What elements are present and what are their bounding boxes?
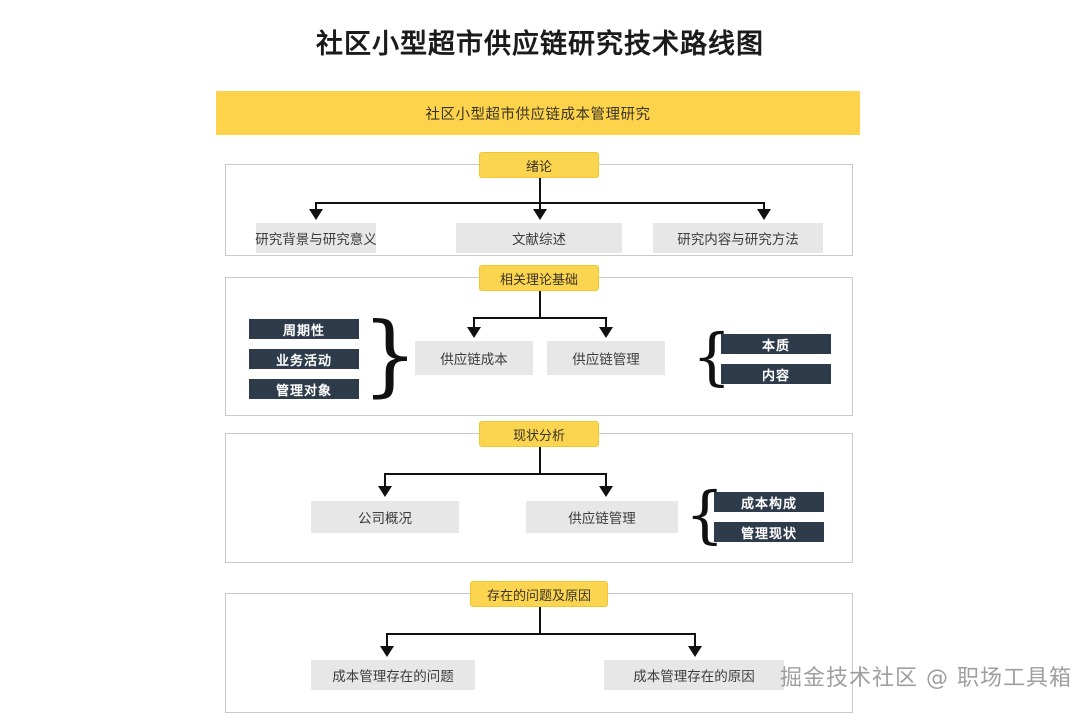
arrow-head — [757, 209, 771, 220]
chip-label: 管理现状 — [740, 526, 797, 542]
connector-drop — [473, 317, 475, 330]
connector-stem — [539, 291, 541, 319]
chip-box[interactable]: 管理现状 — [714, 522, 824, 542]
leaf-label: 成本管理存在的原因 — [633, 669, 755, 685]
connector-bar — [384, 473, 606, 475]
leaf-box[interactable]: 供应链管理 — [526, 501, 678, 533]
leaf-label: 供应链管理 — [572, 352, 640, 368]
connector-bar — [386, 633, 696, 635]
chip-label: 周期性 — [282, 323, 325, 339]
leaf-box[interactable]: 成本管理存在的原因 — [604, 660, 784, 690]
leaf-label: 研究内容与研究方法 — [677, 232, 799, 248]
connector-stem — [539, 178, 541, 204]
leaf-label: 文献综述 — [512, 232, 566, 248]
arrow-head — [380, 646, 394, 657]
chip-box[interactable]: 业务活动 — [249, 349, 359, 369]
chip-label: 本质 — [761, 338, 790, 354]
connector-drop — [539, 202, 541, 212]
section-title-theory: 相关理论基础 — [479, 265, 599, 291]
leaf-label: 供应链管理 — [568, 511, 636, 527]
leaf-box[interactable]: 研究背景与研究意义 — [255, 223, 377, 253]
leaf-box[interactable]: 公司概况 — [311, 501, 459, 533]
chip-label: 管理对象 — [275, 383, 332, 399]
chip-label: 成本构成 — [740, 496, 797, 512]
leaf-label: 公司概况 — [358, 511, 412, 527]
chip-label: 内容 — [761, 368, 790, 384]
connector-drop — [694, 633, 696, 649]
leaf-box[interactable]: 成本管理存在的问题 — [311, 660, 475, 690]
arrow-head — [309, 209, 323, 220]
leaf-box[interactable]: 供应链管理 — [547, 341, 665, 375]
leaf-box[interactable]: 供应链成本 — [415, 341, 533, 375]
main-topic-banner: 社区小型超市供应链成本管理研究 — [216, 91, 860, 135]
main-topic-label: 社区小型超市供应链成本管理研究 — [425, 106, 651, 123]
page-title: 社区小型超市供应链研究技术路线图 — [316, 29, 764, 60]
chip-box[interactable]: 本质 — [721, 334, 831, 354]
connector-drop — [763, 202, 765, 212]
leaf-label: 供应链成本 — [440, 352, 508, 368]
arrow-head — [599, 486, 613, 497]
section-status: 现状分析 公司概况 供应链管理 { 成本构成 管理现状 — [225, 421, 853, 563]
connector-stem — [539, 447, 541, 475]
connector-drop — [605, 317, 607, 330]
section-intro: 绪论 研究背景与研究意义 文献综述 研究内容与研究方法 — [225, 152, 853, 256]
connector-stem — [539, 607, 541, 635]
connector-drop — [386, 633, 388, 649]
watermark-text: 掘金技术社区 @ 职场工具箱 — [780, 666, 1072, 691]
section-title-intro: 绪论 — [479, 152, 599, 178]
connector-bar — [473, 317, 607, 319]
leaf-box[interactable]: 文献综述 — [456, 223, 622, 253]
section-title-problems: 存在的问题及原因 — [469, 581, 609, 607]
chip-label: 业务活动 — [275, 353, 332, 369]
chip-box[interactable]: 内容 — [721, 364, 831, 384]
arrow-head — [378, 486, 392, 497]
brace-right-pointing: } — [362, 303, 418, 406]
section-theory: 相关理论基础 供应链成本 供应链管理 周期性 业务活动 管理对象 } { 本质 — [225, 265, 853, 416]
chip-box[interactable]: 管理对象 — [249, 379, 359, 399]
connector-drop — [384, 473, 386, 489]
arrow-head — [688, 646, 702, 657]
leaf-label: 研究背景与研究意义 — [255, 232, 377, 248]
connector-drop — [315, 202, 317, 212]
connector-drop — [605, 473, 607, 489]
arrow-head — [599, 327, 613, 338]
leaf-box[interactable]: 研究内容与研究方法 — [653, 223, 823, 253]
arrow-head — [467, 327, 481, 338]
section-problems: 存在的问题及原因 成本管理存在的问题 成本管理存在的原因 — [225, 581, 853, 713]
chip-box[interactable]: 周期性 — [249, 319, 359, 339]
section-title-status: 现状分析 — [479, 421, 599, 447]
arrow-head — [533, 209, 547, 220]
leaf-label: 成本管理存在的问题 — [332, 669, 454, 685]
chip-box[interactable]: 成本构成 — [714, 492, 824, 512]
